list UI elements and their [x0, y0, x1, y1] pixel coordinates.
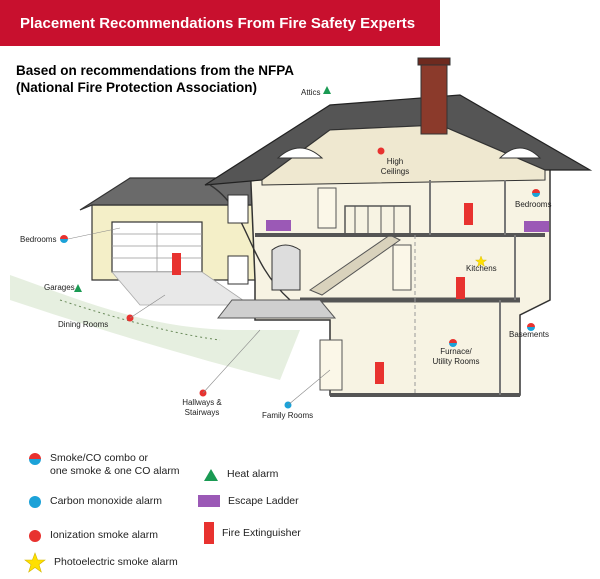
ionization-alarm-high-ceilings [377, 147, 385, 155]
label-family-rooms: Family Rooms [262, 411, 314, 420]
upstairs-door [317, 187, 337, 229]
dormer-window-right [498, 147, 542, 159]
front-window-upper [227, 194, 249, 224]
ionization-icon [29, 530, 41, 542]
subtitle: Based on recommendations from the NFPA (… [16, 62, 316, 96]
fire-extinguisher-icon [204, 522, 214, 544]
interior-door [392, 244, 412, 291]
house-cutaway-illustration [10, 57, 593, 409]
legend-extinguisher-label: Fire Extinguisher [222, 527, 301, 539]
label-basements: Basements [509, 330, 550, 339]
combo-alarm-icon [29, 453, 41, 465]
page-title: Placement Recommendations From Fire Safe… [20, 14, 416, 32]
label-bedrooms-right: Bedrooms [515, 200, 552, 209]
extinguisher-basement [375, 362, 384, 384]
extinguisher-upstairs [464, 203, 473, 225]
balcony-railing [344, 205, 411, 237]
label-high-ceilings-line-2: Ceilings [380, 167, 410, 176]
escape-ladder-right [524, 221, 549, 232]
combo-alarm-bedrooms-right [532, 189, 540, 197]
title-banner: Placement Recommendations From Fire Safe… [0, 0, 440, 46]
grass-edge [59, 299, 221, 341]
legend-ionization-label: Ionization smoke alarm [50, 529, 158, 541]
dormer-window-left [276, 147, 324, 159]
combo-alarm-furnace [449, 339, 457, 347]
subtitle-line-2: (National Fire Protection Association) [16, 80, 258, 95]
front-window-lower [227, 255, 249, 285]
legend-combo-line-2: one smoke & one CO alarm [50, 465, 180, 477]
escape-ladder-left [266, 220, 291, 231]
photoelectric-alarm-kitchen [474, 255, 488, 268]
label-dining-rooms: Dining Rooms [58, 320, 109, 329]
label-furnace-line-2: Utility Rooms [432, 357, 480, 366]
triangle-icon [204, 469, 218, 481]
carbon-monoxide-icon [29, 496, 41, 508]
label-furnace-line-1: Furnace/ [440, 347, 472, 356]
label-attics: Attics [301, 88, 321, 97]
label-kitchens: Kitchens [466, 264, 497, 273]
label-furnace-utility: Furnace/ Utility Rooms [428, 347, 484, 367]
front-door-arch [271, 244, 301, 291]
legend-carbon-monoxide: Carbon monoxide alarm [28, 495, 162, 509]
legend-heat-label: Heat alarm [227, 468, 279, 480]
extinguisher-kitchen [456, 277, 465, 299]
label-hallways-line-2: Stairways [184, 408, 220, 417]
basement-door [319, 339, 343, 391]
combo-alarm-bedrooms-left [60, 235, 68, 243]
escape-ladder-icon [198, 495, 220, 507]
heat-alarm-garage [74, 284, 82, 292]
lawn [10, 275, 300, 380]
extinguisher-garage [172, 253, 181, 275]
star-icon [24, 552, 46, 573]
legend: Smoke/CO combo or one smoke & one CO ala… [0, 440, 600, 579]
label-high-ceilings-line-1: High [386, 157, 404, 166]
combo-alarm-basements [527, 323, 535, 331]
heat-alarm-attic [323, 86, 331, 94]
label-hallways-line-1: Hallways & [182, 398, 222, 407]
legend-ionization: Ionization smoke alarm [28, 529, 158, 543]
legend-escape-ladder: Escape Ladder [198, 495, 299, 508]
label-high-ceilings: High Ceilings [375, 157, 415, 177]
legend-fire-extinguisher: Fire Extinguisher [204, 522, 301, 544]
legend-heat-alarm: Heat alarm [203, 468, 278, 482]
legend-ladder-label: Escape Ladder [228, 495, 299, 507]
label-bedrooms-left: Bedrooms [20, 235, 57, 244]
legend-combo-alarm: Smoke/CO combo or one smoke & one CO ala… [28, 452, 180, 478]
subtitle-line-1: Based on recommendations from the NFPA [16, 63, 295, 78]
label-hallways-stairways: Hallways & Stairways [178, 398, 226, 418]
label-garages: Garages [44, 283, 75, 292]
staircase [308, 234, 401, 296]
legend-carbon-label: Carbon monoxide alarm [50, 495, 163, 507]
chimney [420, 61, 448, 135]
attic-space [261, 124, 546, 186]
legend-combo-line-1: Smoke/CO combo or [50, 452, 149, 464]
legend-photoelectric: Photoelectric smoke alarm [24, 552, 178, 574]
legend-photoelectric-label: Photoelectric smoke alarm [54, 556, 178, 568]
porch-steps [216, 299, 337, 319]
